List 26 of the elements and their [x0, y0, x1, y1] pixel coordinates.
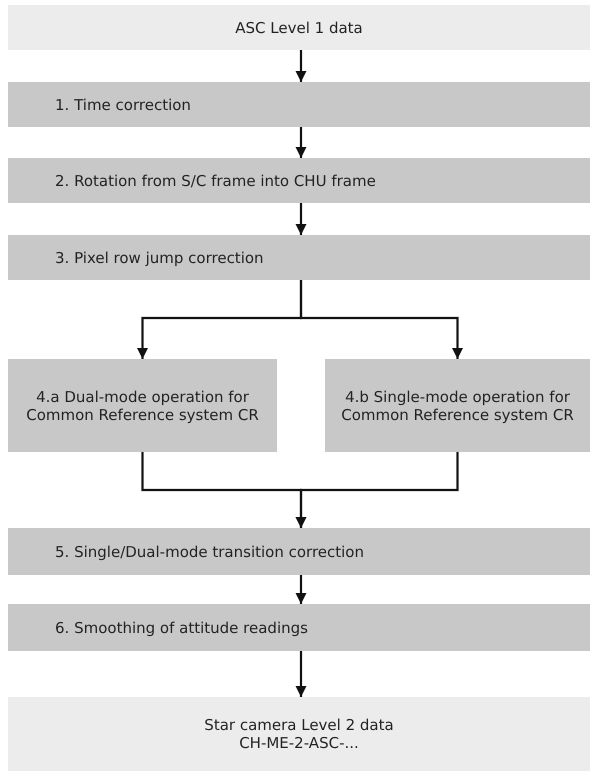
process-box — [8, 604, 590, 651]
process-box — [8, 359, 277, 452]
box-text: 1. Time correction — [55, 96, 192, 114]
arrow — [296, 651, 306, 697]
process-box — [325, 359, 590, 452]
box-text: 6. Smoothing of attitude readings — [55, 618, 309, 636]
data-box — [8, 5, 590, 50]
box-text: ASC Level 1 data — [235, 18, 363, 36]
box-text: 5. Single/Dual-mode transition correction — [55, 542, 365, 560]
box-text: 3. Pixel row jump correction — [55, 248, 265, 266]
arrow — [296, 203, 306, 235]
box-text: 4.b Single-mode operation for Common Reference system CR — [340, 388, 575, 424]
process-box — [8, 158, 590, 203]
arrow — [296, 575, 306, 604]
box-text: 4.a Dual-mode operation for Common Reference system CR — [25, 388, 260, 424]
box-text: Star camera Level 2 data — [204, 716, 394, 734]
arrow — [300, 280, 463, 359]
process-box — [8, 235, 590, 280]
box-text: CH-ME-2-ASC-... — [239, 734, 359, 752]
arrow — [296, 127, 306, 158]
process-box — [8, 528, 590, 575]
data-box — [8, 697, 590, 771]
box-text: 2. Rotation from S/C frame into CHU frame — [55, 172, 377, 190]
arrow — [296, 452, 459, 528]
process-box — [8, 82, 590, 127]
arrow — [296, 50, 306, 82]
